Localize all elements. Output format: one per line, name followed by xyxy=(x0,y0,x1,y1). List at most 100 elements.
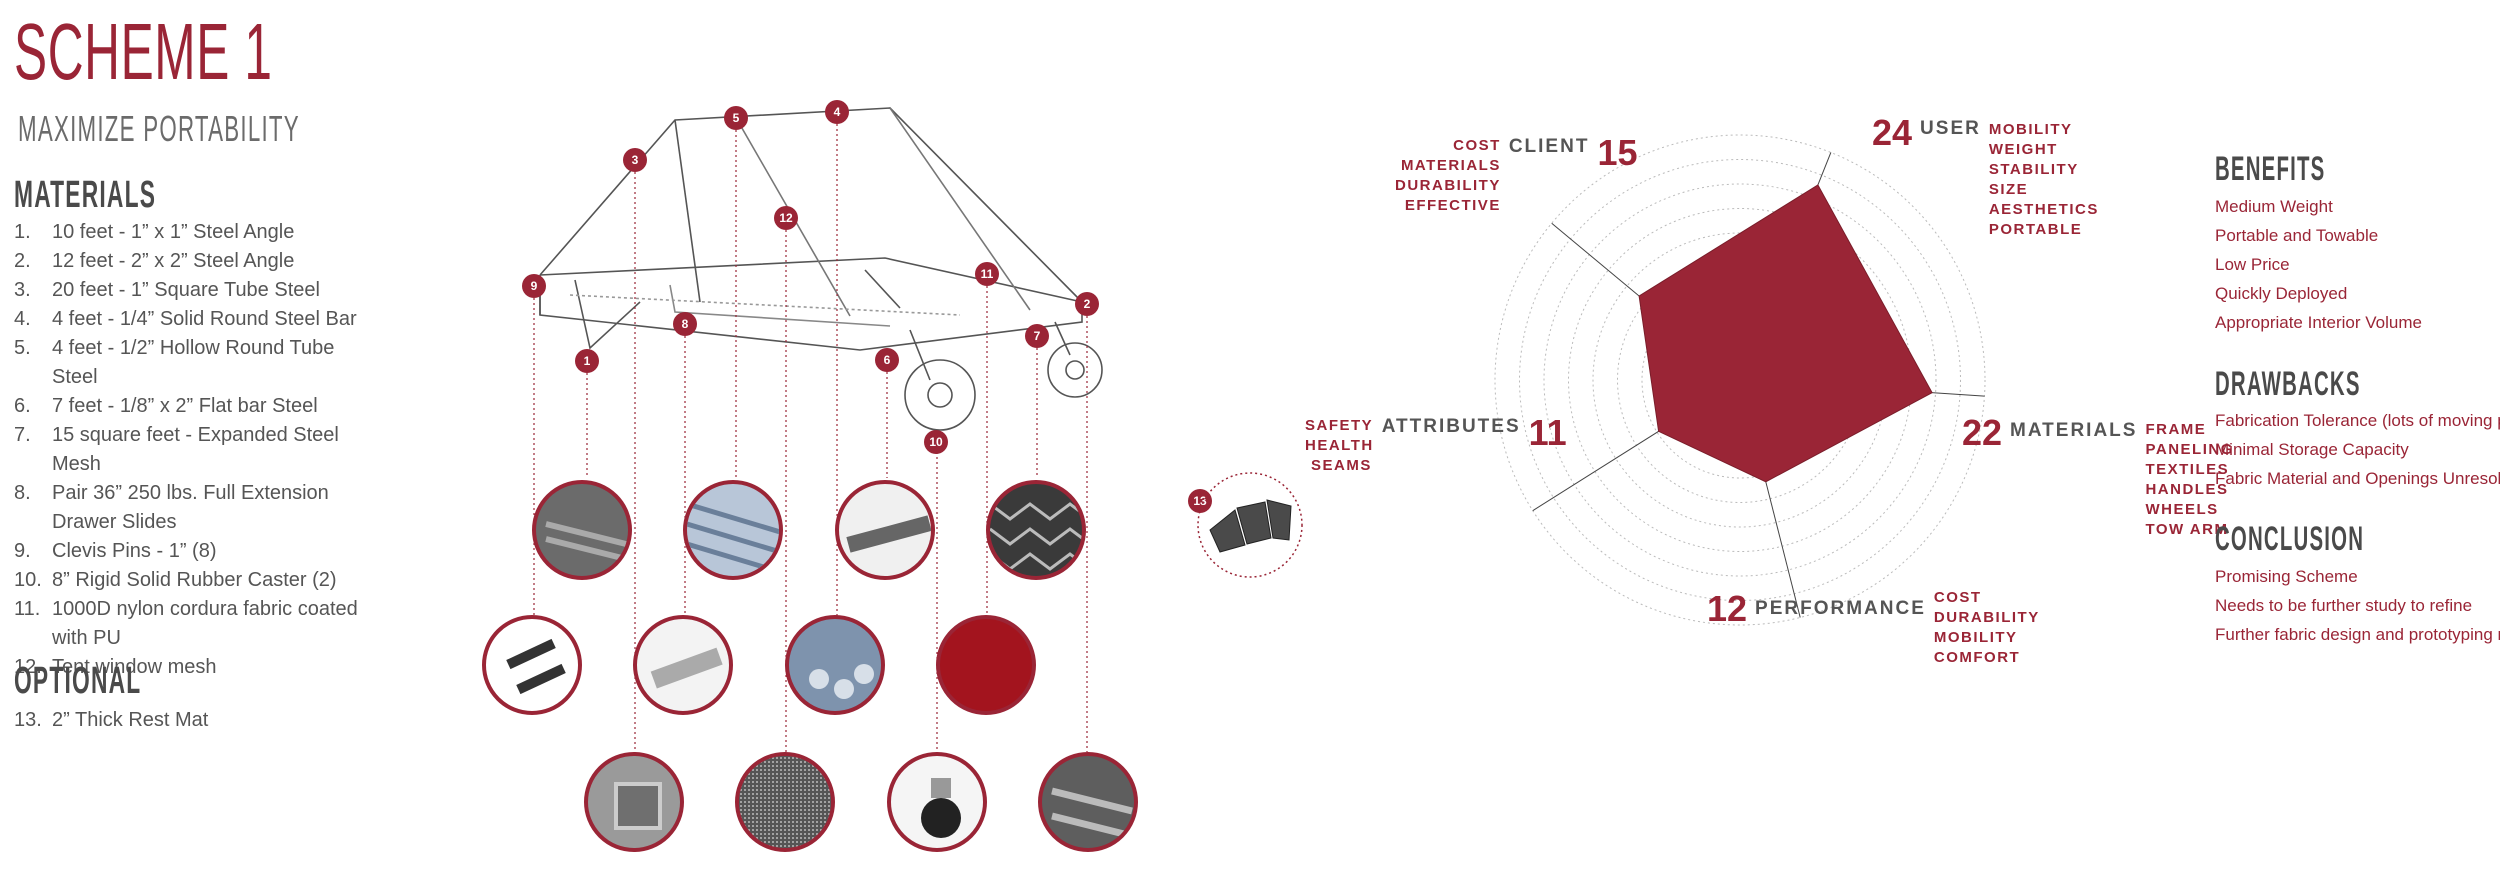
list-item: Minimal Storage Capacity xyxy=(2215,440,2409,459)
criteria-item: AESTHETICS xyxy=(1988,201,2099,218)
item-text: 15 square feet - Expanded Steel Mesh xyxy=(52,424,339,475)
item-number: 4. xyxy=(14,308,31,330)
steel-angle-thumbnail xyxy=(532,480,632,580)
item-number: 6. xyxy=(14,395,31,417)
nylon-fabric-thumbnail xyxy=(936,615,1036,715)
list-item: 3. 20 feet - 1” Square Tube Steel xyxy=(14,276,614,305)
optional-heading: OPTIONAL xyxy=(14,660,142,702)
flat-bar-thumbnail xyxy=(835,480,935,580)
item-number: 12. xyxy=(14,656,42,678)
criteria-list: COST DURABILITY MOBILITY COMFORT xyxy=(1934,588,2040,668)
list-item: 1. 10 feet - 1” x 1” Steel Angle xyxy=(14,218,614,247)
radar-label-attributes: SAFETY HEALTH SEAMS ATTRIBUTES 11 xyxy=(1305,412,1567,476)
criteria-list: MOBILITY WEIGHT STABILITY SIZE AESTHETIC… xyxy=(1989,120,2099,240)
criteria-item: PORTABLE xyxy=(1988,221,2083,238)
item-text: 12 feet - 2” x 2” Steel Angle xyxy=(52,250,295,272)
callout-marker: 11 xyxy=(975,262,999,286)
clevis-pin-thumbnail xyxy=(482,615,582,715)
benefits-heading: BENEFITS xyxy=(2215,150,2326,188)
radar-ring xyxy=(1543,183,1937,577)
item-text: 1000D nylon cordura fabric coated with P… xyxy=(52,598,358,649)
callout-marker: 4 xyxy=(825,100,849,124)
radar-label-user: 24 USER MOBILITY WEIGHT STABILITY SIZE A… xyxy=(1872,112,2099,240)
item-number: 13. xyxy=(14,709,42,731)
category-name: ATTRIBUTES xyxy=(1381,416,1521,437)
list-item: Medium Weight xyxy=(2215,197,2333,216)
item-text: 10 feet - 1” x 1” Steel Angle xyxy=(52,221,295,243)
list-item: 2.12 feet - 2” x 2” Steel Angle xyxy=(14,247,614,276)
item-number: 8. xyxy=(14,482,31,504)
radar-label-client: COST MATERIALS DURABILITY EFFECTIVE CLIE… xyxy=(1395,132,1637,216)
list-item: Quickly Deployed xyxy=(2215,284,2348,303)
item-number: 1. xyxy=(14,221,31,243)
conclusion-list: Promising Scheme Needs to be further stu… xyxy=(2215,562,2500,649)
radar-chart xyxy=(1494,134,1986,626)
materials-heading: MATERIALS xyxy=(14,174,157,216)
list-item: 6. 7 feet - 1/8” x 2” Flat bar Steel xyxy=(14,392,614,421)
benefits-list: Medium Weight Portable and Towable Low P… xyxy=(2215,192,2422,337)
callout-marker: 6 xyxy=(875,348,899,372)
score-value: 11 xyxy=(1528,412,1567,453)
radar-label-materials: 22 MATERIALS FRAME PANELING TEXTILES HAN… xyxy=(1962,412,2234,540)
list-item: Further fabric design and prototyping ne… xyxy=(2215,625,2500,644)
conclusion-heading: CONCLUSION xyxy=(2215,520,2365,558)
item-number: 10. xyxy=(14,569,42,591)
item-text: Clevis Pins - 1” (8) xyxy=(52,540,217,562)
callout-marker: 7 xyxy=(1025,324,1049,348)
criteria-item: COST xyxy=(1453,137,1501,154)
radar-label-performance: 12 PERFORMANCE COST DURABILITY MOBILITY … xyxy=(1707,588,2040,668)
list-item: 11.1000D nylon cordura fabric coated wit… xyxy=(14,595,614,653)
callout-marker: 5 xyxy=(724,106,748,130)
item-text: 7 feet - 1/8” x 2” Flat bar Steel xyxy=(52,395,318,417)
item-number: 3. xyxy=(14,279,31,301)
callout-marker: 2 xyxy=(1075,292,1099,316)
materials-list: 1. 10 feet - 1” x 1” Steel Angle 2.12 fee… xyxy=(14,218,614,682)
category-name: USER xyxy=(1920,118,1981,139)
hollow-tube-thumbnail xyxy=(785,615,885,715)
list-item: Fabrication Tolerance (lots of moving pa… xyxy=(2215,411,2500,430)
drawer-slide-thumbnail xyxy=(633,615,733,715)
list-item: 5. 4 feet - 1/2” Hollow Round Tube Steel xyxy=(14,334,614,392)
radar-ring xyxy=(1494,134,1986,626)
callout-marker: 1 xyxy=(575,349,599,373)
list-item: Fabric Material and Openings Unresolved xyxy=(2215,469,2500,488)
item-text: Pair 36” 250 lbs. Full Extension Drawer … xyxy=(52,482,329,533)
tent-mesh-thumbnail xyxy=(735,752,835,852)
category-name: MATERIALS xyxy=(2010,420,2138,441)
criteria-item: HEALTH xyxy=(1305,437,1374,454)
criteria-item: COMFORT xyxy=(1933,649,2021,666)
list-item: Needs to be further study to refine xyxy=(2215,596,2473,615)
criteria-item: SIZE xyxy=(1988,181,2029,198)
criteria-item: HANDLES xyxy=(2145,481,2229,498)
caster-thumbnail xyxy=(887,752,987,852)
item-number: 7. xyxy=(14,424,31,446)
page-title: SCHEME 1 xyxy=(14,7,273,96)
callout-marker: 10 xyxy=(924,430,948,454)
score-value: 22 xyxy=(1962,412,2003,453)
item-text: 8” Rigid Solid Rubber Caster (2) xyxy=(52,569,337,591)
criteria-list: COST MATERIALS DURABILITY EFFECTIVE xyxy=(1395,136,1501,216)
criteria-item: SEAMS xyxy=(1311,457,1372,474)
criteria-item: WEIGHT xyxy=(1988,141,2058,158)
score-value: 24 xyxy=(1872,112,1913,153)
category-name: CLIENT xyxy=(1508,136,1590,157)
criteria-item: MOBILITY xyxy=(1988,121,2073,138)
item-number: 5. xyxy=(14,337,31,359)
criteria-item: EFFECTIVE xyxy=(1404,197,1501,214)
criteria-item: TEXTILES xyxy=(2145,461,2230,478)
list-item: 10. 8” Rigid Solid Rubber Caster (2) xyxy=(14,566,614,595)
drawbacks-list: Fabrication Tolerance (lots of moving pa… xyxy=(2215,406,2500,493)
callout-marker: 12 xyxy=(774,206,798,230)
item-text: 4 feet - 1/2” Hollow Round Tube Steel xyxy=(52,337,335,388)
rest-mat-image xyxy=(1205,490,1295,560)
criteria-list: FRAME PANELING TEXTILES HANDLES WHEELS T… xyxy=(2145,420,2233,540)
steel-angle-large-thumbnail xyxy=(1038,752,1138,852)
criteria-item: WHEELS xyxy=(2145,501,2219,518)
expanded-mesh-thumbnail xyxy=(986,480,1086,580)
item-text: 20 feet - 1” Square Tube Steel xyxy=(52,279,320,301)
item-text: Tent window mesh xyxy=(52,656,217,678)
score-value: 15 xyxy=(1597,132,1638,173)
criteria-item: FRAME xyxy=(2145,421,2207,438)
square-tube-thumbnail xyxy=(584,752,684,852)
criteria-item: PANELING xyxy=(2145,441,2234,458)
